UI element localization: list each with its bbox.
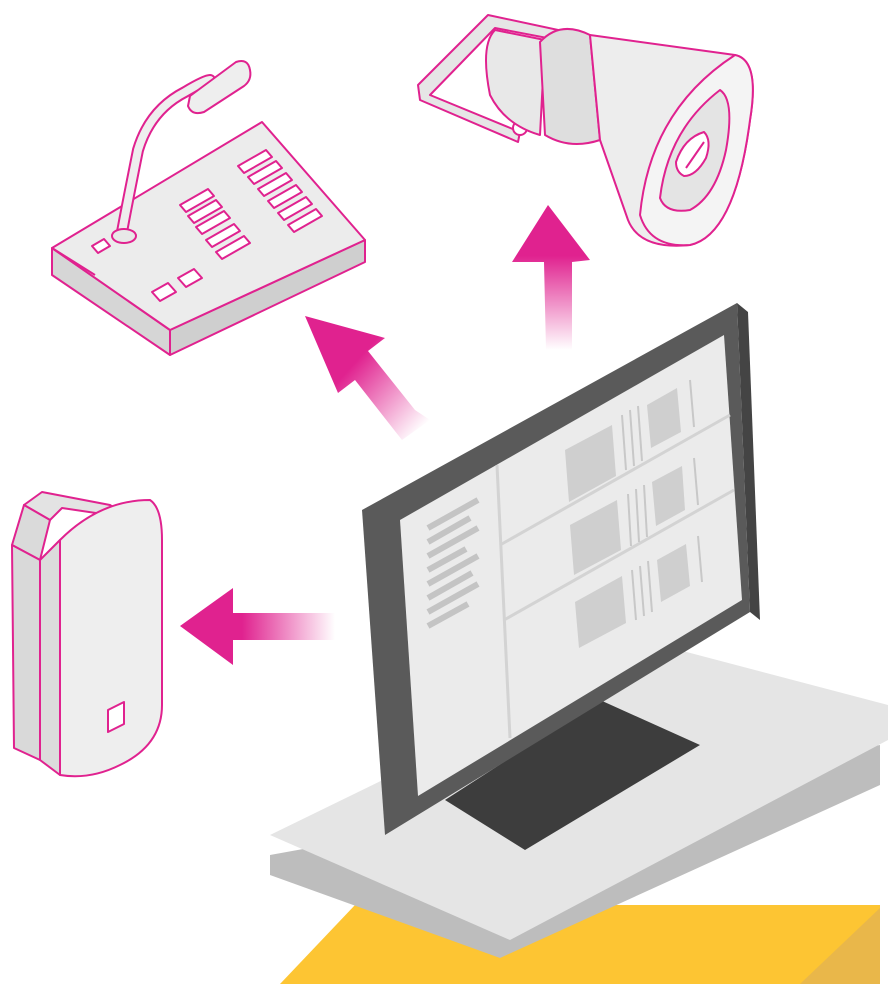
wall-speaker-icon (12, 492, 162, 776)
arrow-to-horn (512, 205, 590, 350)
arrow-to-console (305, 316, 430, 440)
arrow-to-wall-speaker (180, 588, 335, 665)
paging-microphone-console-icon (52, 61, 365, 355)
horn-loudspeaker-icon (418, 15, 753, 246)
